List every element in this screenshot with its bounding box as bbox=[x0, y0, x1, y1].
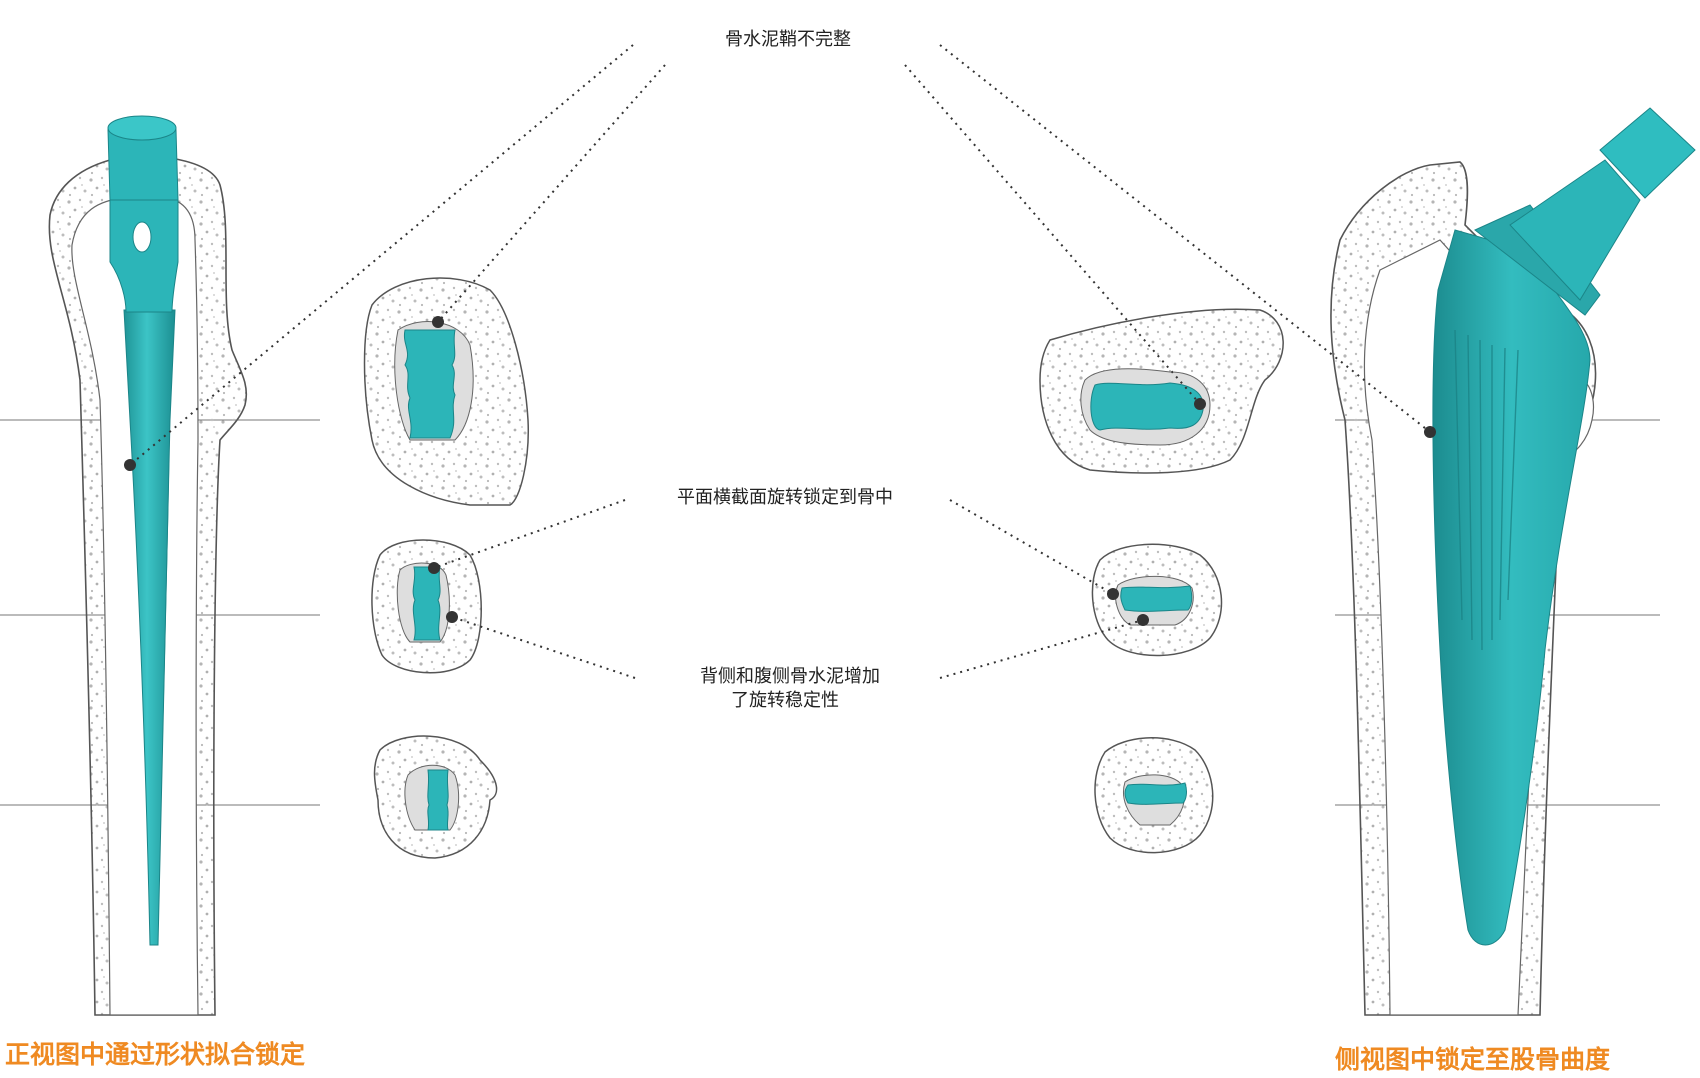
right-stem-grooves bbox=[1454, 329, 1519, 651]
cross-section-left-1 bbox=[363, 277, 530, 506]
cross-section-right-1 bbox=[1039, 308, 1284, 474]
leader-bottom-2 bbox=[939, 619, 1144, 679]
cross-section-left-3 bbox=[373, 735, 498, 859]
caption-left: 正视图中通过形状拟合锁定 bbox=[5, 1040, 306, 1069]
left-stem-slot bbox=[132, 221, 152, 253]
cross-section-left-2 bbox=[371, 539, 482, 674]
leader-mid-1 bbox=[433, 499, 626, 569]
leader-mid-2 bbox=[949, 499, 1114, 595]
leader-top-3 bbox=[904, 64, 1201, 405]
cross-section-right-2 bbox=[1091, 543, 1223, 657]
right-stem bbox=[1432, 229, 1591, 946]
leader-lines bbox=[129, 44, 1431, 679]
annotation-bottom-line1: 背侧和腹侧骨水泥增加 bbox=[700, 666, 880, 687]
right-femur-side-view bbox=[1330, 107, 1696, 1016]
left-femur-marker bbox=[124, 459, 136, 471]
right-stem-neck bbox=[1509, 159, 1641, 301]
leader-top-1 bbox=[129, 44, 634, 466]
annotation-top: 骨水泥鞘不完整 bbox=[725, 29, 851, 50]
annotation-bottom-line2: 了旋转稳定性 bbox=[731, 690, 839, 711]
caption-right: 侧视图中锁定至股骨曲度 bbox=[1335, 1045, 1611, 1074]
annotation-bottom: 背侧和腹侧骨水泥增加 了旋转稳定性 bbox=[700, 665, 880, 713]
annotation-middle: 平面横截面旋转锁定到骨中 bbox=[677, 487, 893, 508]
leader-top-2 bbox=[437, 64, 666, 323]
right-stem-taper bbox=[1599, 107, 1696, 199]
left-stem bbox=[123, 309, 176, 946]
left-stem-head-top bbox=[107, 115, 177, 141]
left-stem-neck bbox=[109, 199, 179, 313]
left-femur-front-view bbox=[48, 115, 248, 1016]
cross-section-right-3 bbox=[1094, 737, 1214, 854]
